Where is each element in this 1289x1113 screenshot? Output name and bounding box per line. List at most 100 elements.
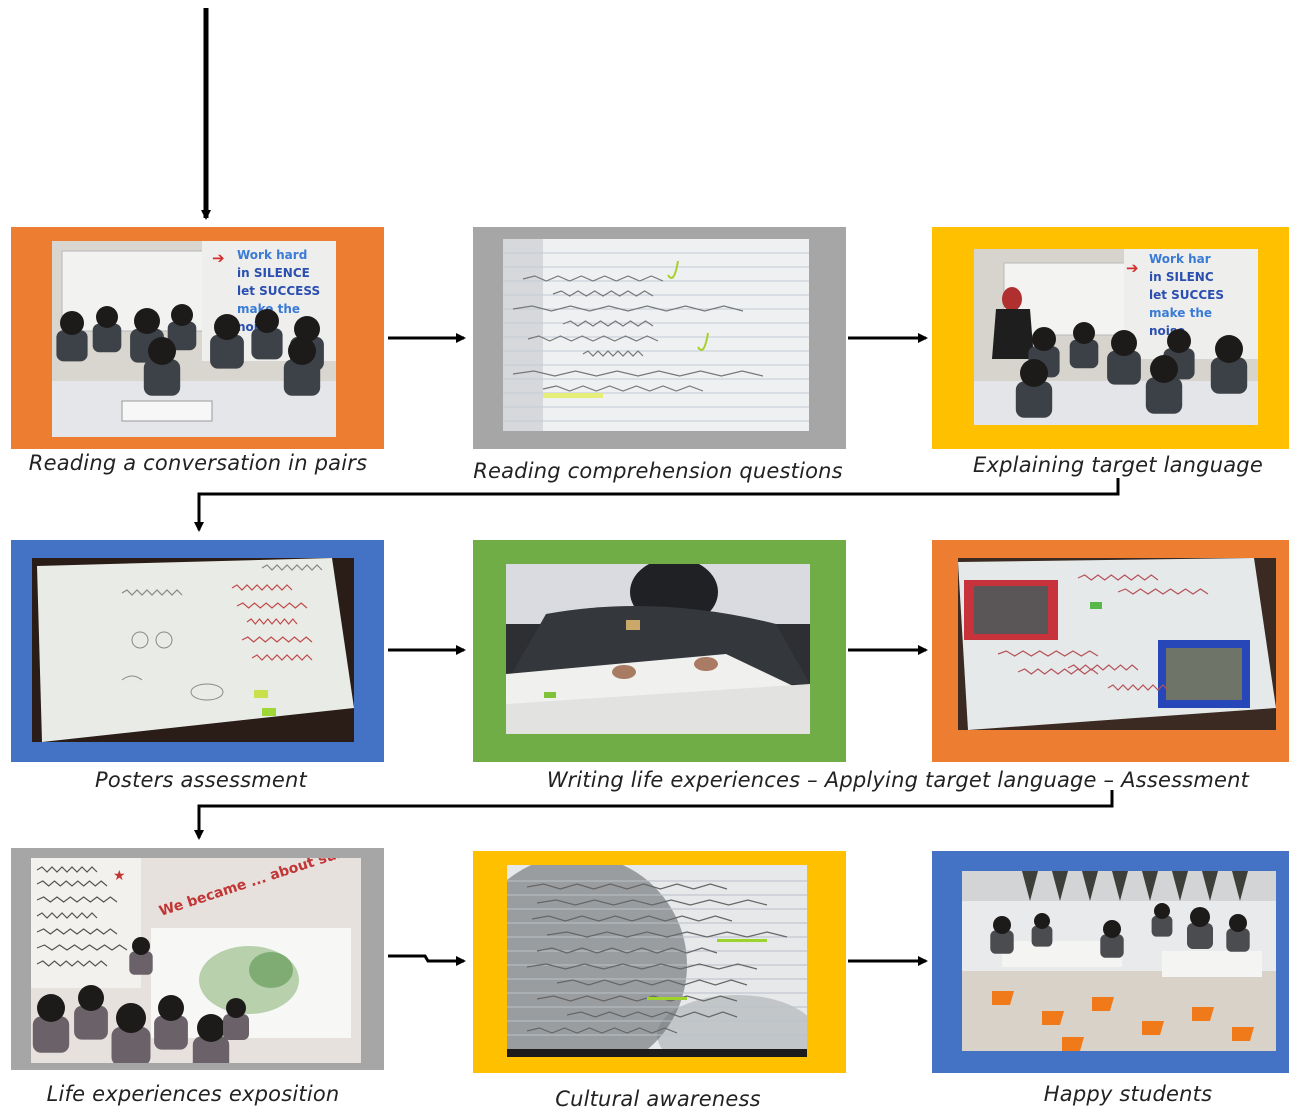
poster-photo (32, 558, 354, 742)
handwriting (1107, 684, 1169, 691)
paper (121, 400, 213, 422)
student-body (129, 951, 153, 975)
handwriting (36, 912, 98, 919)
student-head (255, 309, 279, 333)
student-head (116, 1003, 146, 1033)
student-head (1020, 359, 1048, 387)
arrow-3-to-4 (194, 478, 1120, 532)
student-body (1015, 381, 1053, 418)
step-4-photo (32, 558, 354, 742)
handwriting (546, 931, 788, 938)
student-body (167, 321, 197, 351)
happy-classroom-photo (962, 871, 1276, 1051)
student-body (210, 334, 244, 369)
handwriting (997, 650, 1099, 657)
handwriting (536, 899, 768, 906)
handwriting (1077, 574, 1159, 581)
highlight (717, 939, 767, 942)
wall-sign-text: let SUCCES (1149, 288, 1224, 302)
notebook-dark-photo (507, 865, 807, 1057)
handwriting (526, 963, 758, 970)
handwriting (552, 290, 654, 297)
sticker (544, 692, 556, 698)
poster-paper (37, 558, 354, 742)
arrow-glyph: ➔ (212, 249, 225, 267)
handwriting (536, 947, 718, 954)
step-2-caption: Reading comprehension questions (473, 459, 843, 483)
handwriting (512, 370, 764, 377)
photo (974, 586, 1048, 634)
handwriting (246, 618, 298, 625)
check-mark (697, 332, 709, 351)
wall-sign-text: in SILENC (1149, 270, 1214, 284)
highlight (647, 997, 687, 1000)
floor (962, 971, 1276, 1051)
student-head (1167, 329, 1191, 353)
decoration (1022, 871, 1038, 901)
student-body (1107, 350, 1141, 385)
handwriting (251, 654, 313, 661)
student-head (993, 916, 1011, 934)
step-9-frame (932, 851, 1289, 1073)
student-head (96, 306, 118, 328)
highlight (543, 393, 603, 398)
handwriting (1067, 664, 1139, 671)
handwriting (261, 564, 323, 571)
arrow-glyph: ➔ (1126, 259, 1139, 277)
decoration (1142, 871, 1158, 901)
handwriting (241, 636, 313, 643)
handwriting (531, 915, 733, 922)
step-5-photo (506, 564, 810, 734)
handwriting (566, 1011, 738, 1018)
page-edge (507, 1049, 807, 1057)
handwriting (236, 602, 308, 609)
step-8-caption: Cultural awareness (555, 1087, 761, 1111)
step-9-caption: Happy students (1043, 1082, 1213, 1106)
student-head (37, 994, 65, 1022)
wall-sign-text: Work hard (237, 248, 307, 262)
paper-sheet (506, 684, 810, 734)
arrow-7-to-8 (388, 954, 466, 966)
handwriting (121, 589, 183, 596)
student-head (1103, 920, 1121, 938)
decoration (1082, 871, 1098, 901)
step-7-photo: We became ... about survival★ (31, 858, 361, 1063)
student-head (288, 337, 316, 365)
step-6-photo (958, 558, 1276, 730)
handwriting (36, 944, 128, 951)
page (503, 239, 809, 431)
student-body (74, 1005, 108, 1040)
handwriting (527, 335, 659, 342)
sticker (262, 708, 276, 716)
step-9-photo (962, 871, 1276, 1051)
orange-chair (1192, 1007, 1214, 1021)
decoration (1172, 871, 1188, 901)
drawing (190, 683, 224, 701)
orange-chair (1092, 997, 1114, 1011)
student-head (171, 304, 193, 326)
handwriting (36, 960, 108, 967)
step-1-caption: Reading a conversation in pairs (28, 451, 368, 475)
student-body (192, 1036, 230, 1063)
student-body (1145, 377, 1183, 414)
drawing (121, 675, 143, 681)
step-4-caption: Posters assessment (95, 768, 307, 792)
student-body (1031, 925, 1053, 947)
student-body (143, 359, 181, 396)
projection-photo: We became ... about survival★ (31, 858, 361, 1063)
student-body (283, 359, 321, 396)
teacher-body (992, 309, 1034, 359)
student-head (226, 998, 246, 1018)
wall-poster (31, 858, 141, 988)
sticker (254, 690, 268, 698)
orange-chair (992, 991, 1014, 1005)
handwriting (231, 584, 293, 591)
handwriting (556, 979, 748, 986)
student-head (214, 314, 240, 340)
